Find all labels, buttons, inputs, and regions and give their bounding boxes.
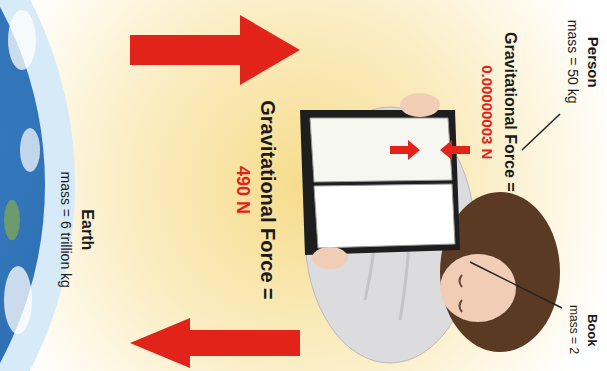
leader-line	[470, 262, 562, 308]
mass-label: mass = 2	[567, 305, 580, 354]
force-value: 490 N	[232, 166, 252, 214]
book-page	[310, 118, 452, 182]
force-arrow	[130, 318, 300, 368]
hand	[400, 93, 440, 117]
force-arrow	[130, 15, 300, 85]
force-label: Gravitational Force =	[257, 100, 279, 300]
face	[440, 254, 516, 322]
hand	[312, 247, 348, 269]
cloud	[4, 266, 32, 334]
force-label: Gravitational Force =	[501, 32, 519, 192]
part-name: Person	[584, 37, 601, 88]
part-name: Book	[585, 314, 599, 347]
sweater	[305, 107, 475, 363]
atmosphere	[0, 0, 75, 371]
mass-label: mass = 50 kg	[564, 20, 579, 104]
force-value: 0.00000003 N	[479, 65, 496, 159]
book-page	[314, 184, 455, 248]
cloud	[20, 128, 40, 172]
leader-line	[522, 114, 560, 150]
part-name: Earth	[78, 210, 96, 251]
force-arrow	[440, 140, 470, 160]
eyes	[460, 275, 463, 312]
mass-label: mass = 6 trillion kg	[57, 172, 72, 288]
earth-globe	[0, 0, 45, 371]
land	[4, 200, 20, 240]
force-arrow	[390, 140, 420, 160]
book-cover	[300, 110, 460, 255]
cloud	[8, 10, 36, 70]
